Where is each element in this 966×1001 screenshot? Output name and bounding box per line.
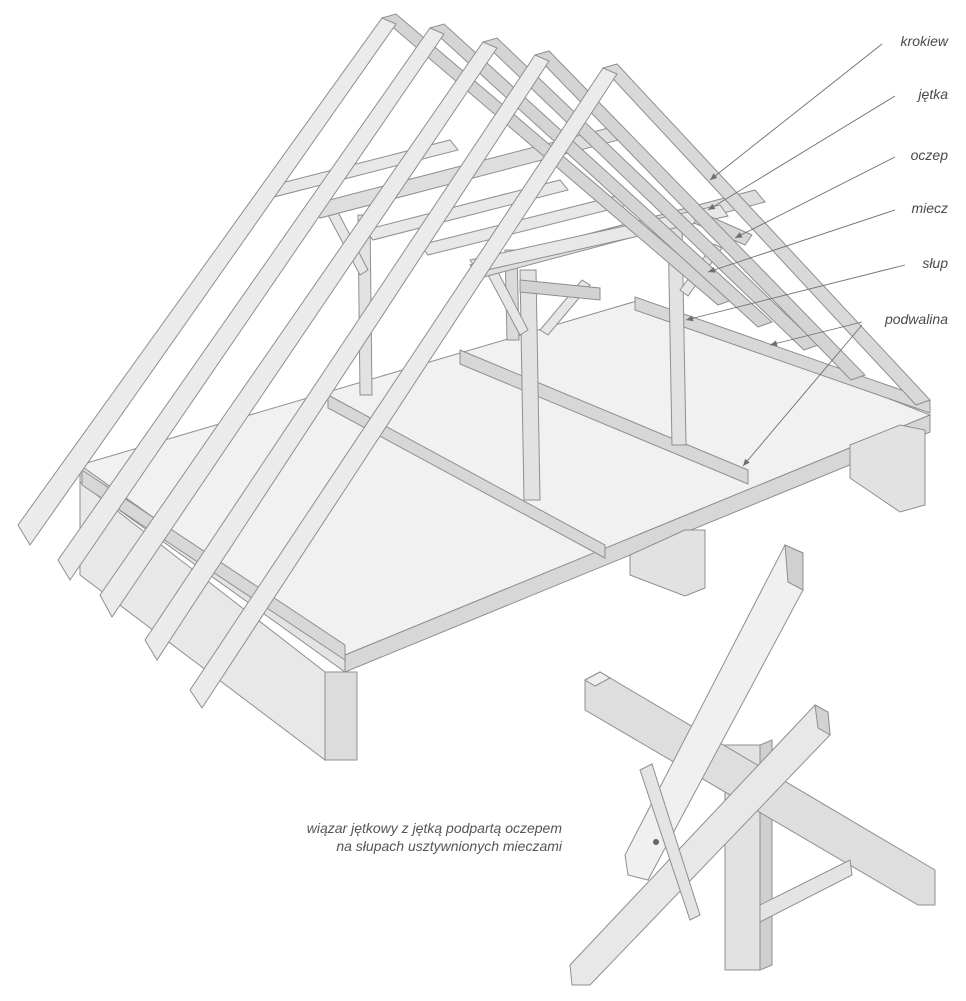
caption-line-2: na słupach usztywnionych mieczami [336,838,563,854]
label-slup: słup [922,255,948,271]
post-2 [519,269,541,501]
rafter-front-3 [99,41,498,618]
leader-jetka [707,95,896,211]
detail-rafter-side [784,544,804,591]
sill-plate-4 [634,296,931,414]
label-oczep: oczep [911,147,949,163]
leader-lines [685,43,906,467]
rafters-front-slope [17,17,618,709]
rafter-front-4 [144,54,550,661]
leader-miecz [707,209,896,273]
leader-oczep [734,156,896,239]
rafter-back-5 [602,63,931,406]
top-plate-3 [519,279,601,301]
collar-tie-2 [364,179,569,241]
joint-detail [569,544,936,986]
label-miecz: miecz [911,200,948,216]
detail-brace-left [639,763,701,921]
rafter-front-2 [57,27,445,581]
detail-peg [653,839,659,845]
detail-brace [759,859,853,923]
wall-right [849,424,926,513]
rafter-front-1 [17,17,397,546]
floor-right-face [344,414,931,673]
wall-left-end [324,671,358,761]
detail-collar-end [814,704,831,736]
leader-slup [685,264,906,322]
caption: wiązar jętkowy z jętką podpartą oczepem … [307,820,563,854]
leader-podwalina-2 [742,324,863,467]
label-jetka: jętka [916,86,948,102]
label-krokiew: krokiew [901,33,949,49]
rafter-front-5 [189,67,618,709]
rafter-back-4 [534,50,866,381]
leader-krokiew [709,43,883,181]
leader-podwalina-1 [769,321,863,347]
labels: krokiew jętka oczep miecz słup podwalina [884,33,949,327]
sill-plate-2 [327,394,606,559]
label-podwalina: podwalina [884,311,948,327]
caption-line-1: wiązar jętkowy z jętką podpartą oczepem [307,820,563,836]
detail-beam-top [583,671,612,687]
wall-middle [629,529,706,597]
